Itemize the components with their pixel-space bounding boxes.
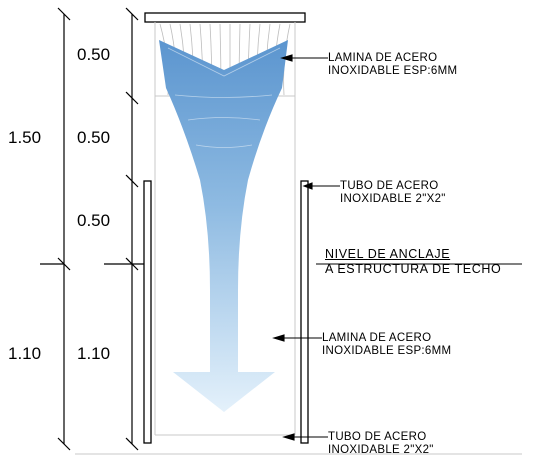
note-lamina-top-line1: LAMINA DE ACERO — [328, 52, 438, 64]
note-tubo-bottom-line2: INOXIDABLE 2"X2" — [328, 444, 434, 456]
note-lamina-bottom: LAMINA DE ACERO INOXIDABLE ESP:6MM — [322, 332, 451, 358]
note-anclaje-line1: NIVEL DE ANCLAJE — [325, 247, 451, 261]
note-tubo-bottom-line1: TUBO DE ACERO — [328, 431, 427, 443]
dim-seg-1: 0.50 — [77, 45, 111, 64]
left-tube — [143, 180, 152, 444]
leaders — [272, 54, 522, 441]
dim-total-lower: 1.10 — [8, 344, 42, 363]
dimension-line-outer — [40, 7, 71, 451]
note-tubo-top: TUBO DE ACERO INOXIDABLE 2"X2" — [340, 180, 446, 206]
dimension-line-inner — [104, 7, 146, 451]
top-cap-plate — [144, 12, 306, 23]
note-anclaje: NIVEL DE ANCLAJE A ESTRUCTURA DE TECHO — [325, 247, 501, 277]
dim-seg-lower: 1.10 — [77, 344, 111, 363]
dim-seg-2: 0.50 — [77, 128, 111, 147]
dim-total-upper: 1.50 — [8, 128, 42, 147]
note-lamina-bottom-line2: INOXIDABLE ESP:6MM — [322, 345, 452, 357]
note-tubo-bottom: TUBO DE ACERO INOXIDABLE 2"X2" — [328, 431, 434, 457]
note-lamina-top-line2: INOXIDABLE ESP:6MM — [328, 65, 458, 77]
note-tubo-top-line2: INOXIDABLE 2"X2" — [340, 193, 446, 205]
note-lamina-bottom-line1: LAMINA DE ACERO — [322, 332, 432, 344]
dim-seg-3: 0.50 — [77, 211, 111, 230]
note-lamina-top: LAMINA DE ACERO INOXIDABLE ESP:6MM — [328, 52, 457, 78]
flow-arrow — [159, 40, 288, 412]
note-anclaje-line2: A ESTRUCTURA DE TECHO — [325, 262, 502, 276]
arrow-shading — [167, 47, 281, 148]
right-tube — [300, 180, 309, 444]
note-tubo-top-line1: TUBO DE ACERO — [340, 180, 439, 192]
